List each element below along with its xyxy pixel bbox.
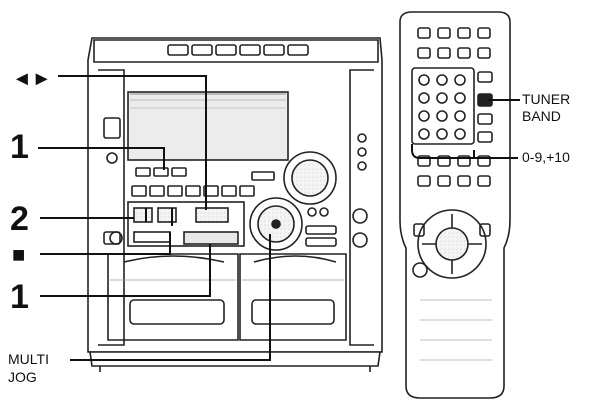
skip-buttons (195, 207, 229, 223)
numeric-keypad (418, 74, 466, 140)
display-window (127, 91, 289, 161)
stop-label: ■ (12, 242, 25, 267)
remote-bottom (420, 299, 492, 361)
leader-lines (38, 75, 520, 361)
multi-jog-label-line2: JOG (8, 369, 37, 385)
stereo-unit (87, 37, 383, 372)
function-buttons (131, 167, 275, 197)
remote-control (399, 11, 511, 399)
step-1-top-label: 1 (10, 128, 29, 166)
cd-tray-buttons (167, 44, 309, 56)
remote-mid-buttons (417, 155, 491, 187)
arrows-label: ◄► (12, 68, 52, 90)
deck-play-button (133, 207, 153, 223)
power-icon (103, 117, 121, 139)
step-1-bottom-label: 1 (10, 278, 29, 316)
tuner-band-label-line1: TUNER (522, 91, 570, 107)
cassette-decks (107, 253, 347, 341)
deck-reverse-button (157, 207, 177, 223)
remote-dpad-icon (413, 209, 491, 279)
volume-knob-icon (283, 151, 337, 205)
digits-label: 0-9,+10 (522, 149, 570, 165)
remote-top-buttons (417, 27, 491, 59)
multi-jog-dial-icon (249, 197, 303, 251)
multi-jog-label-line1: MULTI (8, 351, 49, 367)
step-2-label: 2 (10, 200, 29, 238)
tuner-band-label-line2: BAND (522, 108, 561, 124)
stop-button (183, 231, 239, 245)
